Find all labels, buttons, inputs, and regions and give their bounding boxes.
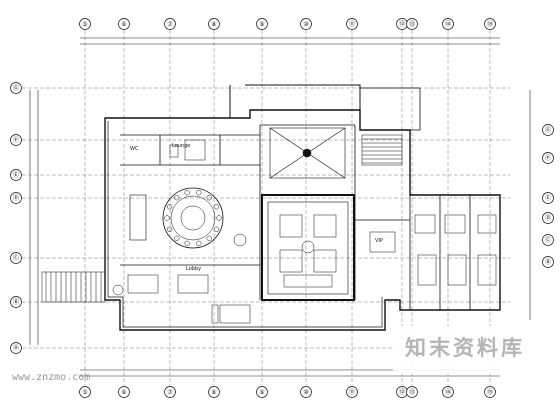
watermark-url: www.znzmo.com: [12, 372, 91, 383]
grid-bubble-bottom: ⑤: [79, 386, 91, 398]
room-label-lobby: Lobby: [186, 266, 201, 272]
grid-bubble-bottom-label: ⑮: [487, 388, 493, 396]
grid-bubble-top: ⑧: [208, 18, 220, 30]
grid-bubble-top: ⑩: [300, 18, 312, 30]
left-grid-bubbles: Ⓖ Ⓕ Ⓔ Ⓓ Ⓒ Ⓑ Ⓐ: [10, 82, 22, 354]
room-label-vip: VIP: [375, 238, 383, 244]
grid-bubble-bottom-label: ⑬: [409, 388, 415, 396]
grid-bubble-top-label: ⑫: [399, 20, 405, 28]
partitions: [120, 124, 471, 310]
grid-bubble-top: ⑬: [406, 18, 418, 30]
grid-bubble-bottom: ⑩: [300, 386, 312, 398]
grid-bubble-bottom-label: ⑧: [211, 389, 216, 396]
grid-bubble-bottom: ⑧: [208, 386, 220, 398]
grid-bubble-top: ⑨: [256, 18, 268, 30]
grid-bubble-bottom: ⑭: [442, 386, 454, 398]
grid-bubble-bottom: ⑨: [256, 386, 268, 398]
lounge-furniture: [112, 139, 251, 324]
grid-bubble-right: Ⓕ: [542, 152, 554, 164]
grid-bubble-top: ⑤: [79, 18, 91, 30]
right-grid-bubbles: Ⓖ Ⓕ Ⓔ Ⓓ Ⓒ Ⓑ: [542, 124, 554, 268]
grid-bubble-bottom-label: ⑤: [82, 389, 87, 396]
grid-bubble-left: Ⓕ: [10, 134, 22, 146]
grid-bubble-top: ⑦: [164, 18, 176, 30]
grid-bubble-left-label: Ⓑ: [13, 298, 19, 306]
grid-bubble-bottom-label: ⑨: [259, 389, 264, 396]
grid-bubble-left: Ⓑ: [10, 296, 22, 308]
watermark-brand-box: 知末资料库: [393, 326, 560, 374]
grid-bubble-top-label: ⑥: [121, 21, 126, 28]
grid-bubble-right-label: Ⓕ: [545, 154, 551, 162]
dimension-lines: [29, 37, 531, 377]
grid-bubble-top-label: ⑧: [211, 21, 216, 28]
grid-bubble-top: ⑫: [396, 18, 408, 30]
grid-bubble-top-label: ⑪: [349, 20, 355, 28]
grid-bubble-top: ⑥: [118, 18, 130, 30]
grid-bubble-right-label: Ⓖ: [545, 126, 551, 134]
grid-bubble-bottom: ⑫: [396, 386, 408, 398]
banquet-room: [129, 187, 247, 249]
stairs: [41, 134, 403, 303]
walls: [104, 84, 501, 331]
grid-bubble-left: Ⓖ: [10, 82, 22, 94]
grid-bubble-bottom-label: ⑥: [121, 389, 126, 396]
grid-bubble-right-label: Ⓓ: [545, 214, 551, 222]
grid-bubble-top-label: ⑭: [445, 20, 451, 28]
grid-bubble-left-label: Ⓓ: [13, 194, 19, 202]
grid-bubble-left-label: Ⓖ: [13, 84, 19, 92]
room-label-wc: WC: [130, 146, 139, 152]
grid-bubble-top-label: ⑬: [409, 20, 415, 28]
grid-bubble-bottom-label: ⑦: [167, 389, 173, 396]
grid-bubble-bottom: ⑥: [118, 386, 130, 398]
grid-bubble-top-label: ⑤: [82, 21, 87, 28]
grid-bubble-right: Ⓒ: [542, 234, 554, 246]
grid-bubble-bottom: ⑦: [164, 386, 176, 398]
grid-bubble-bottom-label: ⑭: [445, 388, 451, 396]
grid-bubble-top: ⑮: [484, 18, 496, 30]
grid-bubble-left: Ⓔ: [10, 169, 22, 181]
main-hall: [261, 194, 355, 301]
grid-bubble-top-label: ⑨: [259, 21, 264, 28]
grid-bubble-left-label: Ⓔ: [13, 171, 19, 179]
watermark-brand: 知末资料库: [405, 336, 525, 360]
grid-bubble-top-label: ⑮: [487, 20, 493, 28]
grid-bubble-top: ⑪: [346, 18, 358, 30]
grid-bubble-bottom-label: ⑪: [349, 388, 355, 396]
grid-bubble-top-label: ⑩: [303, 21, 308, 28]
grid-bubble-bottom-label: ⑩: [303, 389, 308, 396]
grid-bubble-left-label: Ⓐ: [13, 344, 19, 352]
grid-bubble-right: Ⓖ: [542, 124, 554, 136]
service-area: [369, 214, 497, 286]
grid-bubble-bottom: ⑮: [484, 386, 496, 398]
grid-bubble-left-label: Ⓒ: [13, 254, 19, 262]
grid-lines: [22, 30, 510, 385]
grid-bubble-left: Ⓓ: [10, 192, 22, 204]
grid-bubble-left: Ⓐ: [10, 342, 22, 354]
grid-bubble-left-label: Ⓕ: [13, 136, 19, 144]
grid-bubble-right-label: Ⓒ: [545, 236, 551, 244]
grid-bubble-right: Ⓓ: [542, 212, 554, 224]
grid-bubble-bottom: ⑬: [406, 386, 418, 398]
grid-bubble-top: ⑭: [442, 18, 454, 30]
grid-bubble-right: Ⓑ: [542, 256, 554, 268]
grid-bubble-bottom-label: ⑫: [399, 388, 405, 396]
room-label-lounge: Lounge: [172, 143, 190, 149]
grid-bubble-right-label: Ⓑ: [545, 258, 551, 266]
atrium: [269, 127, 346, 179]
grid-bubble-right-label: Ⓔ: [545, 194, 551, 202]
grid-bubble-top-label: ⑦: [167, 21, 173, 28]
grid-bubble-bottom: ⑪: [346, 386, 358, 398]
grid-bubble-left: Ⓒ: [10, 252, 22, 264]
grid-bubble-right: Ⓔ: [542, 192, 554, 204]
